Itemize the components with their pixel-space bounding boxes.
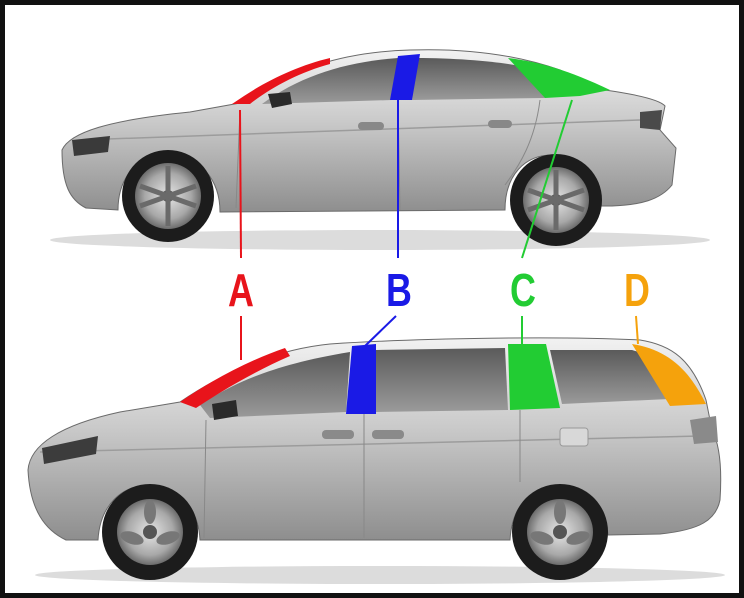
minivan-d-pillar: [632, 344, 706, 406]
pillar-label-c: C: [510, 264, 536, 316]
leader-line-d-lower: [635, 315, 639, 345]
sedan-car: [50, 49, 710, 250]
pillar-label-d: D: [624, 264, 650, 316]
leader-line-a-upper: [239, 109, 242, 259]
minivan-b-pillar: [346, 344, 376, 414]
sedan-c-pillar: [508, 58, 610, 98]
pillar-label-a: A: [228, 264, 254, 316]
minivan-car: [27, 337, 725, 584]
minivan-a-pillar: [180, 348, 290, 408]
leader-line-b-lower: [364, 315, 397, 347]
sedan-b-pillar: [390, 54, 420, 100]
sedan-a-pillar: [232, 58, 330, 104]
pillar-label-b: B: [386, 264, 412, 316]
leader-line-c-upper: [521, 99, 573, 259]
minivan-c-pillar: [508, 344, 560, 410]
